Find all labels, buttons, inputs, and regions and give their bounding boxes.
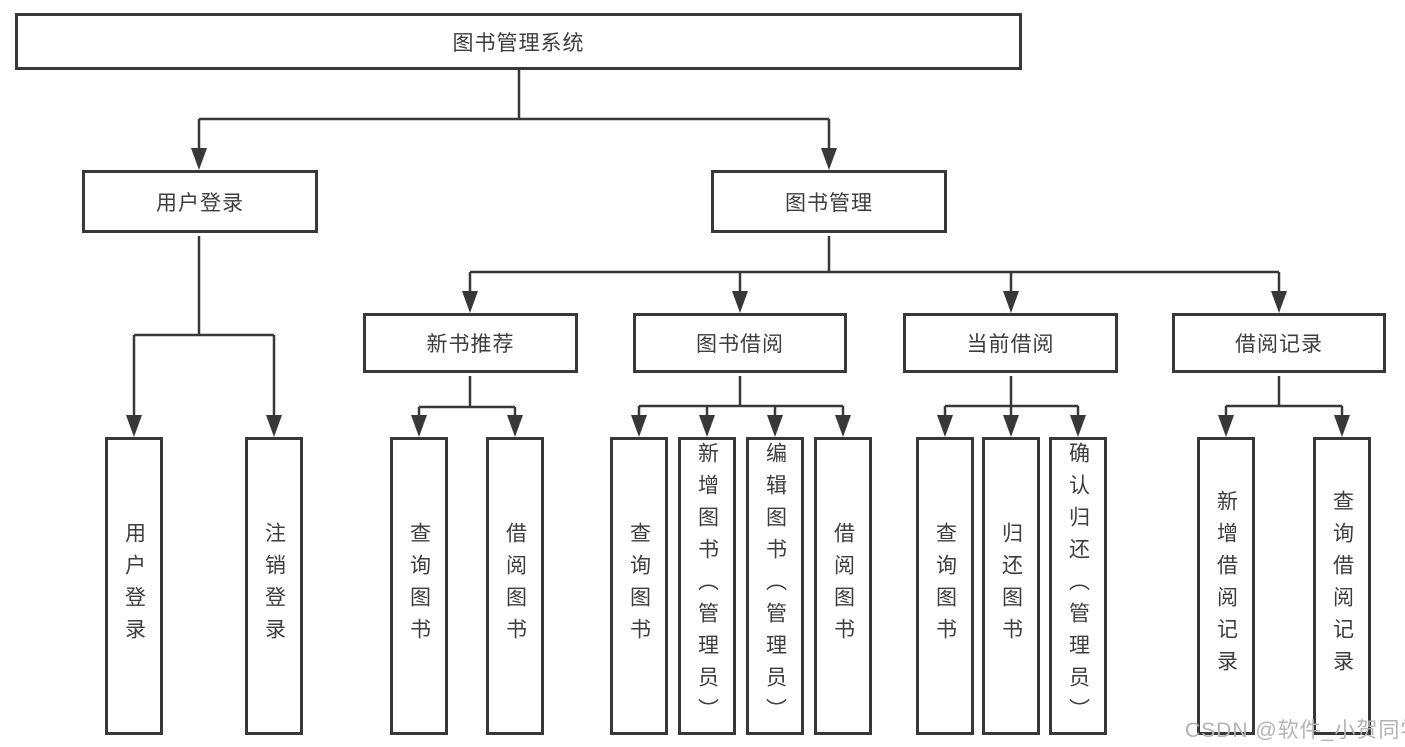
leaf-borrow-edit-books-admin: 编辑图书（管理员） <box>746 437 804 735</box>
csdn-watermark: CSDN @软件_小贺同学 <box>1185 719 1405 742</box>
leaf-label: 注销登录 <box>262 522 286 650</box>
leaf-borrow-add-books-admin: 新增图书（管理员） <box>678 437 736 735</box>
node-new-book-recommend: 新书推荐 <box>363 313 578 373</box>
leaf-current-query-books: 查询图书 <box>916 437 974 735</box>
leaf-label: 编辑图书（管理员） <box>763 442 787 730</box>
leaf-label: 借阅图书 <box>831 522 855 650</box>
leaf-current-return-books: 归还图书 <box>982 437 1040 735</box>
node-user-login: 用户登录 <box>82 170 318 233</box>
leaf-borrow-query-books: 查询图书 <box>610 437 668 735</box>
leaf-label: 新增借阅记录 <box>1214 490 1238 682</box>
leaf-newrec-borrow-books: 借阅图书 <box>486 437 544 735</box>
leaf-label: 借阅图书 <box>503 522 527 650</box>
node-label: 用户登录 <box>156 191 244 215</box>
leaf-label: 查询图书 <box>627 522 651 650</box>
leaf-current-confirm-return-admin: 确认归还（管理员） <box>1049 437 1107 735</box>
node-current-borrow: 当前借阅 <box>903 313 1118 373</box>
leaf-newrec-query-books: 查询图书 <box>390 437 448 735</box>
leaf-logout-login: 注销登录 <box>245 437 303 735</box>
leaf-label: 查询图书 <box>933 522 957 650</box>
node-root-system: 图书管理系统 <box>15 13 1022 70</box>
node-label: 图书管理系统 <box>452 31 585 55</box>
leaf-label: 查询借阅记录 <box>1330 490 1354 682</box>
leaf-user-login: 用户登录 <box>105 437 163 735</box>
node-borrow-records: 借阅记录 <box>1172 313 1386 373</box>
node-label: 新书推荐 <box>426 333 515 356</box>
node-label: 图书借阅 <box>696 333 784 356</box>
leaf-label: 新增图书（管理员） <box>695 442 719 730</box>
leaf-label: 查询图书 <box>407 522 431 650</box>
leaf-label: 确认归还（管理员） <box>1066 442 1090 730</box>
arrowheads <box>126 148 1350 437</box>
leaf-borrow-borrow-books: 借阅图书 <box>814 437 872 735</box>
leaf-label: 归还图书 <box>999 522 1023 650</box>
node-label: 当前借阅 <box>966 333 1055 356</box>
node-book-borrow: 图书借阅 <box>633 313 847 373</box>
leaf-label: 用户登录 <box>122 522 146 650</box>
leaf-records-add-record: 新增借阅记录 <box>1197 437 1255 735</box>
node-label: 图书管理 <box>785 191 873 215</box>
leaf-records-query-record: 查询借阅记录 <box>1313 437 1371 735</box>
node-label: 借阅记录 <box>1235 333 1323 356</box>
node-book-management: 图书管理 <box>711 170 947 233</box>
